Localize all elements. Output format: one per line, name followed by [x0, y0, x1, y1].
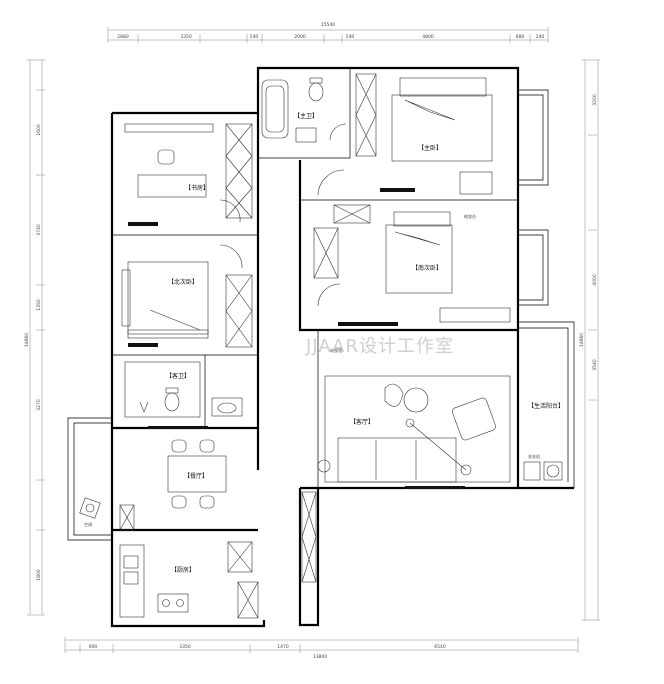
room-label-north-bedroom: 【北次卧】: [168, 278, 198, 286]
living-furniture: [317, 375, 511, 483]
dim-right-seg-3: 3540: [592, 359, 598, 371]
dim-left-seg-2: 3740: [36, 224, 42, 236]
dim-left-seg-4: 3270: [36, 399, 42, 411]
master-bedroom-furniture: [355, 73, 493, 195]
second-bedroom-door[interactable]: [317, 283, 341, 307]
dim-right-overall: 14660: [579, 333, 585, 347]
dim-top-seg-1: 2880: [117, 34, 129, 40]
tv-note: 电视墙: [330, 347, 342, 353]
dim-top-seg-2: 3350: [180, 34, 192, 40]
dining-furniture: [79, 439, 227, 519]
room-label-guest-bath: 【客卫】: [166, 372, 190, 380]
dim-right-seg-2: 4000: [592, 274, 598, 286]
room-label-kitchen: 【厨房】: [171, 566, 195, 574]
study-door[interactable]: [219, 199, 241, 223]
corridor-cabinet: [301, 491, 317, 583]
room-label-balcony: 【生活阳台】: [528, 402, 564, 410]
ac-note: 空调: [84, 521, 92, 527]
dim-top-seg-7: 880: [516, 34, 525, 40]
watermark: JJAAR设计工作室: [305, 336, 454, 357]
master-bedroom-door[interactable]: [317, 169, 345, 196]
room-label-living: 【客厅】: [350, 418, 374, 426]
guest-bath-fixtures: [124, 361, 243, 418]
dim-bottom-seg-4: 6540: [434, 644, 446, 650]
dim-right-seg-1: 3200: [592, 94, 598, 106]
dim-bottom-seg-1: 900: [89, 644, 98, 650]
dim-left-overall: 14660: [24, 333, 30, 347]
walls: [110, 66, 574, 628]
dim-top-seg-4: 2000: [294, 34, 306, 40]
dim-left-seg-5: 1800: [36, 569, 42, 581]
dim-top-seg-3: 240: [250, 34, 259, 40]
dim-top-seg-5: 240: [346, 34, 355, 40]
washer-note: 洗衣机: [528, 453, 540, 459]
dim-bottom-seg-2: 3350: [179, 644, 191, 650]
dim-top-seg-6: 4800: [422, 34, 434, 40]
wall-bars: [128, 188, 465, 489]
north-bedroom-furniture: [121, 261, 253, 348]
dim-left-seg-3: 1350: [36, 299, 42, 311]
room-label-master-bath: 【主卫】: [294, 112, 318, 120]
dresser-note: 梳妆台: [464, 213, 476, 219]
balconies: [67, 89, 575, 541]
room-label-study: 【书房】: [185, 184, 209, 192]
master-bath-fixtures: [261, 77, 324, 143]
second-bedroom-furniture: [313, 204, 511, 323]
room-label-dining: 【餐厅】: [184, 472, 208, 480]
dim-bottom-overall: 13800: [313, 654, 327, 660]
balcony-fixtures: [523, 461, 563, 481]
room-label-master-bedroom: 【主卧】: [418, 144, 442, 152]
dim-bottom-seg-3: 1470: [277, 644, 289, 650]
north-bedroom-door[interactable]: [219, 244, 243, 269]
dim-top-overall: 15540: [321, 22, 335, 28]
dim-top-seg-8: 240: [536, 34, 545, 40]
room-label-second-bedroom: 【南次卧】: [412, 264, 442, 272]
kitchen-fixtures: [119, 504, 259, 619]
dimension-lines: [27, 27, 600, 653]
dim-left-seg-1: 1600: [36, 124, 42, 136]
master-bath-door[interactable]: [329, 123, 347, 141]
study-furniture: [124, 123, 253, 219]
